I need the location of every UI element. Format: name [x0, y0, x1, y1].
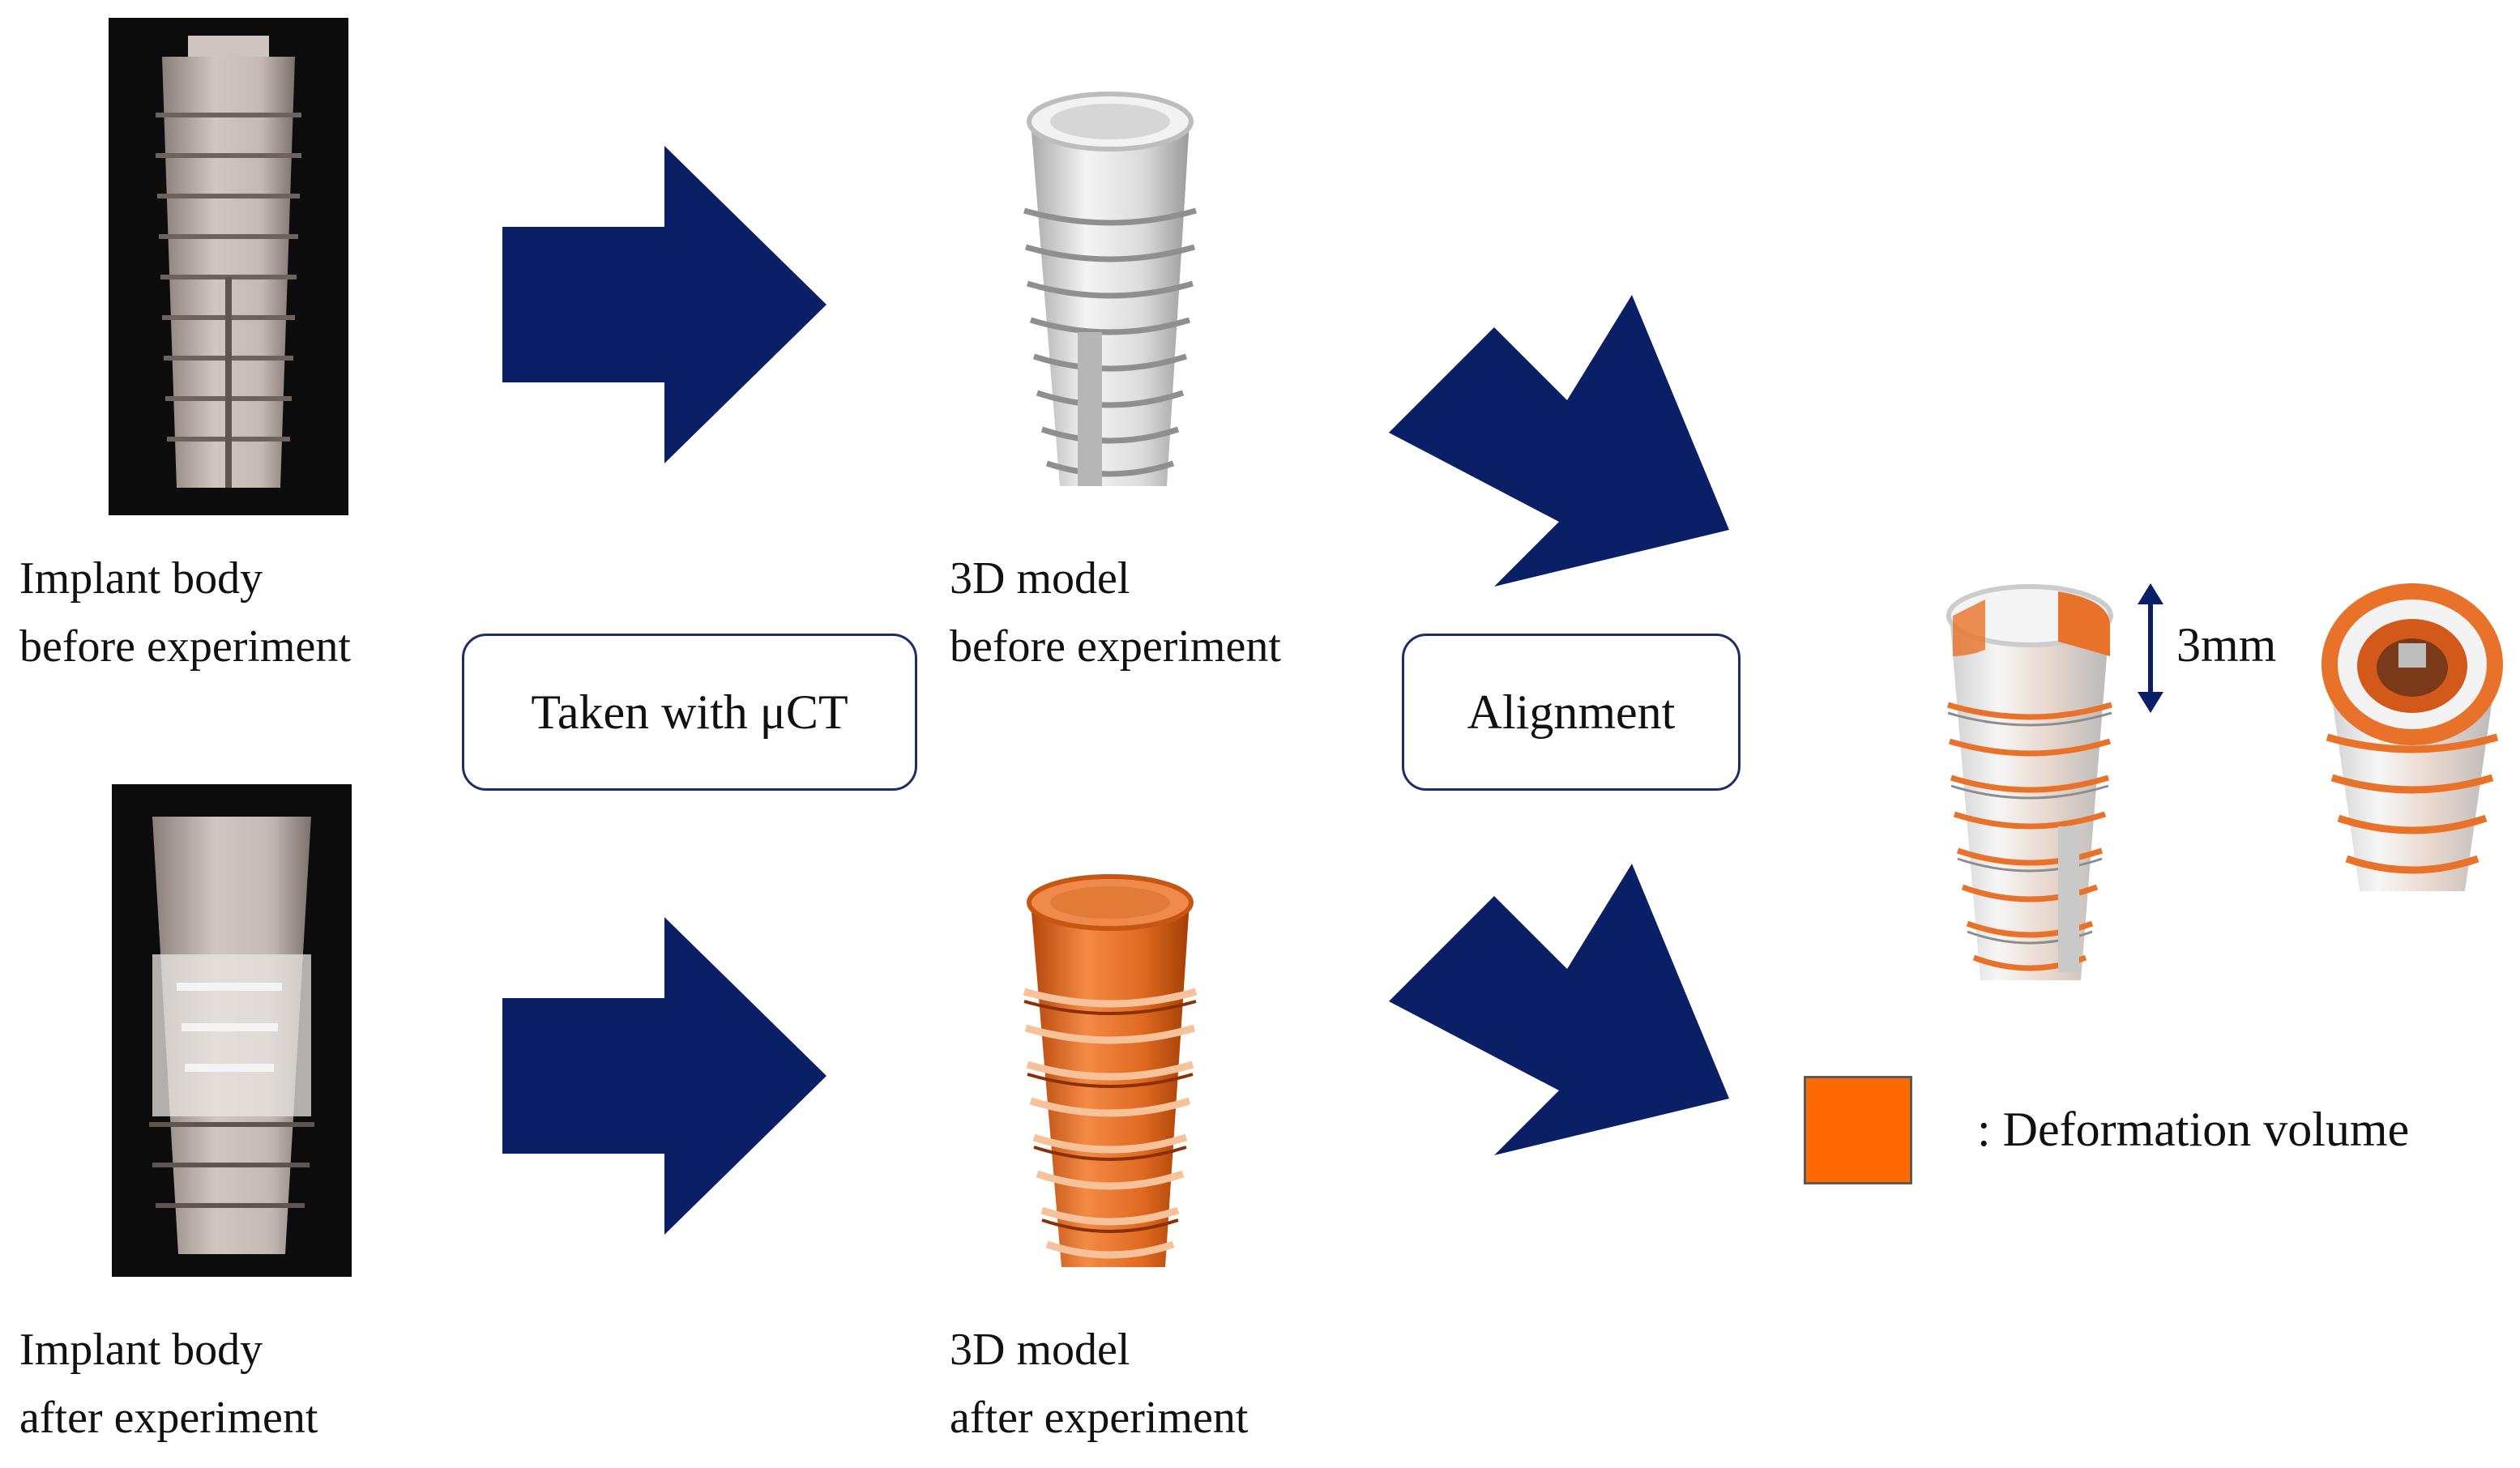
scale-double-arrow-icon [2138, 583, 2163, 713]
caption-implant-before: Implant body before experiment [19, 544, 351, 681]
scale-label: 3mm [2176, 618, 2277, 672]
caption-model-before-line2: before experiment [950, 621, 1281, 672]
caption-implant-before-line1: Implant body [19, 553, 263, 604]
process-arrow-scan-top [502, 146, 826, 463]
legend-swatch-deformation [1804, 1076, 1912, 1184]
caption-implant-after-line2: after experiment [19, 1393, 318, 1443]
caption-model-after: 3D model after experiment [950, 1316, 1248, 1452]
caption-implant-after: Implant body after experiment [19, 1316, 318, 1452]
caption-implant-after-line1: Implant body [19, 1325, 263, 1375]
caption-model-before-line1: 3D model [950, 553, 1130, 604]
model-after-icon [1023, 874, 1198, 1267]
result-model-top-icon [2321, 583, 2503, 891]
step-alignment-label: Alignment [1467, 685, 1676, 739]
model-before-icon [1023, 92, 1197, 486]
caption-model-after-line2: after experiment [950, 1393, 1249, 1443]
caption-model-after-line1: 3D model [950, 1325, 1130, 1375]
result-model-side-icon [1946, 584, 2113, 980]
caption-model-before: 3D model before experiment [950, 544, 1281, 681]
step-taken-with-uct-label: Taken with μCT [531, 685, 848, 739]
process-arrow-scan-bottom [502, 917, 826, 1235]
implant-before-photo-icon [156, 36, 301, 488]
legend-label-deformation: : Deformation volume [1977, 1103, 2410, 1156]
caption-implant-before-line2: before experiment [19, 621, 351, 672]
process-arrow-align-bottom [1389, 864, 1729, 1155]
step-taken-with-uct: Taken with μCT [462, 634, 917, 791]
implant-photo-before [109, 18, 348, 515]
implant-after-photo-icon [149, 817, 314, 1254]
step-alignment: Alignment [1402, 634, 1741, 791]
process-arrow-align-top [1389, 295, 1729, 587]
implant-photo-after [112, 784, 352, 1277]
